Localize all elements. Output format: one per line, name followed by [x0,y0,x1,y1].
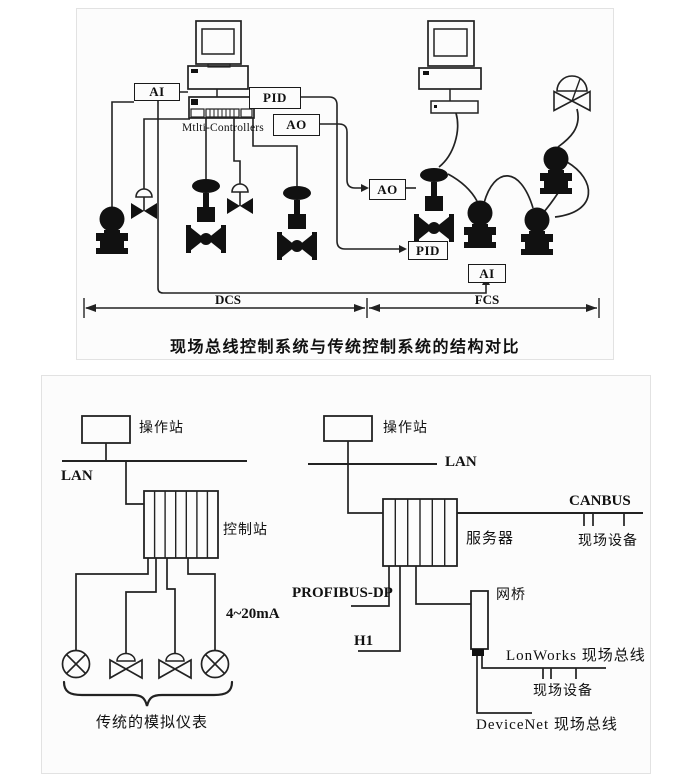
dcs-span-label: DCS [214,292,241,307]
ai-box-dcs: AI [134,83,180,101]
left-architecture-lines [62,415,247,654]
fieldbus-valve-icon [553,75,591,112]
control-valve-icon [277,186,317,260]
control-valve-icon [186,179,226,253]
lan-label-right: LAN [445,454,477,470]
pid-to-field-line [299,96,407,253]
ai-box-field: AI [468,264,506,283]
lonworks-field-devices-label: 现场设备 [533,684,593,699]
profibus-dp-label: PROFIBUS-DP [292,585,393,601]
transmitter-icon [96,206,128,254]
right-architecture-lines [308,415,643,714]
analog-valve-icon [109,652,143,679]
h1-label: H1 [354,633,374,649]
circle-x-instrument-icon [61,649,91,679]
figure2-panel: 操作站 LAN 控制站 4~20mA 传统的模拟仪表 操作站 LAN 服务器 C… [41,375,651,774]
small-valve-icon [226,183,254,215]
dcs-workstation-icon [178,20,249,97]
ao-box-dcs: AO [273,114,320,136]
canbus-label: CANBUS [569,493,631,509]
lan-label-left: LAN [61,468,93,484]
canbus-field-devices-label: 现场设备 [578,534,638,549]
bridge-label: 网桥 [496,588,526,603]
small-valve-icon [130,188,158,220]
fcs-span-label: FCS [474,292,500,307]
curly-brace [62,680,234,707]
fcs-workstation-icon [418,20,482,114]
dcs-wiring-lines [111,101,298,207]
fieldbus-control-valve-icon [414,168,454,242]
pid-box-field: PID [408,241,448,260]
pid-box-dcs: PID [249,87,301,109]
figure1-caption: 现场总线控制系统与传统控制系统的结构对比 [169,339,520,356]
fieldbus-transmitter-icon [464,200,496,248]
dcs-fcs-span-lines [83,298,600,318]
operator-station-label-left: 操作站 [139,421,184,436]
devicenet-bus-label: DeviceNet 现场总线 [476,717,618,733]
figure1-panel: AI PID AO AO PID AI Mtlti-Controllers DC… [76,8,614,360]
figure2-line-art [61,415,643,714]
multi-controller-rack-icon [188,96,255,119]
figure1-line-art [83,20,600,318]
circle-x-instrument-icon [200,649,230,679]
fieldbus-transmitter-icon [521,207,553,255]
fieldbus-transmitter-icon [540,146,572,194]
analog-valve-icon [158,652,192,679]
ao-box-field: AO [369,179,406,200]
operator-station-label-right: 操作站 [383,421,428,436]
control-station-label: 控制站 [223,523,268,538]
lonworks-bus-label: LonWorks 现场总线 [506,648,646,664]
signal-4-20ma-label: 4~20mA [226,606,280,622]
multi-controllers-label: Mtlti-Controllers [182,122,264,134]
analog-instruments-label: 传统的模拟仪表 [95,715,208,731]
server-label: 服务器 [466,531,515,547]
fieldbus-curves [438,108,590,218]
ao-to-field-line [318,123,416,192]
